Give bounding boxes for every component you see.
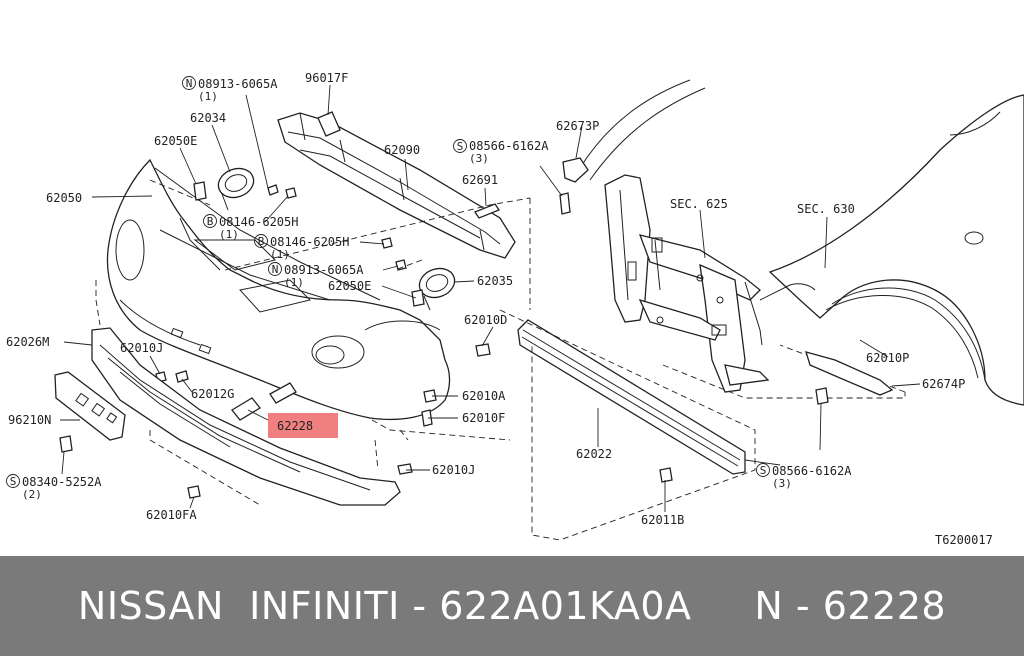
radiator-area-dashed-outline bbox=[662, 364, 906, 399]
label-62691: 62691 bbox=[462, 173, 498, 187]
symbol-b: B bbox=[258, 235, 265, 248]
bracket-62674P bbox=[805, 351, 894, 396]
qty-08146-6205H: (1) bbox=[270, 248, 290, 261]
bracket-62673P bbox=[562, 157, 589, 183]
radiator-core-support bbox=[604, 174, 770, 393]
body-shell-outline bbox=[579, 79, 816, 301]
qty-08566-6162A: (3) bbox=[772, 477, 792, 490]
label-62010D: 62010D bbox=[464, 313, 507, 327]
bracket-62050E-lower bbox=[411, 289, 425, 307]
leader-lines bbox=[60, 84, 921, 512]
label-62012G: 62012G bbox=[191, 387, 234, 401]
bumper-reinforcement-62022 bbox=[517, 319, 746, 475]
license-bracket-96210N bbox=[54, 371, 126, 441]
exploded-parts-diagram: N B B N S S S 96017F 08913-6065A (1) 620… bbox=[6, 71, 1024, 547]
label-62228: 62228 bbox=[277, 419, 313, 433]
label-08913-6065A: 08913-6065A bbox=[198, 77, 278, 91]
label-62026M: 62026M bbox=[6, 335, 49, 349]
label-08913-6065A: 08913-6065A bbox=[284, 263, 364, 277]
assembly-dashed-lines bbox=[95, 179, 531, 506]
label-62022: 62022 bbox=[576, 447, 612, 461]
footer-part-text: NISSAN INFINITI - 622A01KA0A N - 62228 bbox=[77, 584, 947, 628]
label-96017F: 96017F bbox=[305, 71, 348, 85]
label-62010F: 62010F bbox=[462, 411, 505, 425]
lower-grille-62026M bbox=[91, 327, 401, 506]
label-62010A: 62010A bbox=[462, 389, 506, 403]
emblem-96017F bbox=[317, 111, 341, 137]
label-96210N: 96210N bbox=[8, 413, 51, 427]
fender-panel bbox=[768, 94, 1024, 406]
label-62034: 62034 bbox=[190, 111, 226, 125]
symbol-s: S bbox=[760, 464, 767, 477]
label-08566-6162A: 08566-6162A bbox=[772, 464, 852, 478]
symbol-b: B bbox=[207, 215, 214, 228]
label-08146-6205H: 08146-6205H bbox=[219, 215, 298, 229]
clip-62691 bbox=[474, 203, 500, 219]
label-62090: 62090 bbox=[384, 143, 420, 157]
reference-symbols: N B B N S S S bbox=[6, 76, 770, 488]
symbol-s: S bbox=[457, 140, 464, 153]
fog-lamp-bracket-62034 bbox=[217, 167, 255, 211]
label-62674P: 62674P bbox=[922, 377, 965, 391]
diagram-code: T6200017 bbox=[935, 533, 993, 547]
callout-labels: 96017F 08913-6065A (1) 62034 62050E 6205… bbox=[6, 71, 993, 547]
label-62011B: 62011B bbox=[641, 513, 684, 527]
label-62010P: 62010P bbox=[866, 351, 909, 365]
qty-08340-5252A: (2) bbox=[22, 488, 42, 501]
label-sec-630: SEC. 630 bbox=[797, 202, 855, 216]
label-08146-6205H: 08146-6205H bbox=[270, 235, 349, 249]
symbol-n: N bbox=[186, 77, 193, 90]
label-sec-625: SEC. 625 bbox=[670, 197, 728, 211]
part-number-footer: NISSAN INFINITI - 622A01KA0A N - 62228 bbox=[0, 556, 1024, 656]
symbol-s: S bbox=[10, 475, 17, 488]
label-62010FA: 62010FA bbox=[146, 508, 197, 522]
fog-lamp-bracket-62035 bbox=[418, 267, 456, 311]
highlight-62228 bbox=[268, 413, 338, 438]
qty-08913-6065A: (1) bbox=[198, 90, 218, 103]
label-62035: 62035 bbox=[477, 274, 513, 288]
bumper-fascia-62050 bbox=[106, 158, 451, 421]
label-62010J: 62010J bbox=[432, 463, 475, 477]
fastener-screws bbox=[59, 184, 829, 499]
qty-08913-6065A: (1) bbox=[284, 276, 304, 289]
label-08566-6162A: 08566-6162A bbox=[469, 139, 549, 153]
symbol-n: N bbox=[272, 263, 279, 276]
tow-hook-cover-62228 bbox=[231, 397, 261, 421]
label-62050: 62050 bbox=[46, 191, 82, 205]
label-62010J: 62010J bbox=[120, 341, 163, 355]
label-62050E: 62050E bbox=[328, 279, 371, 293]
qty-08146-6205H: (1) bbox=[219, 228, 239, 241]
reinforcement-dashed-outline bbox=[499, 309, 756, 541]
qty-08566-6162A: (3) bbox=[469, 152, 489, 165]
label-62673P: 62673P bbox=[556, 119, 599, 133]
label-62050E: 62050E bbox=[154, 134, 197, 148]
label-08340-5252A: 08340-5252A bbox=[22, 475, 102, 489]
bracket-62050E-upper bbox=[193, 181, 207, 201]
